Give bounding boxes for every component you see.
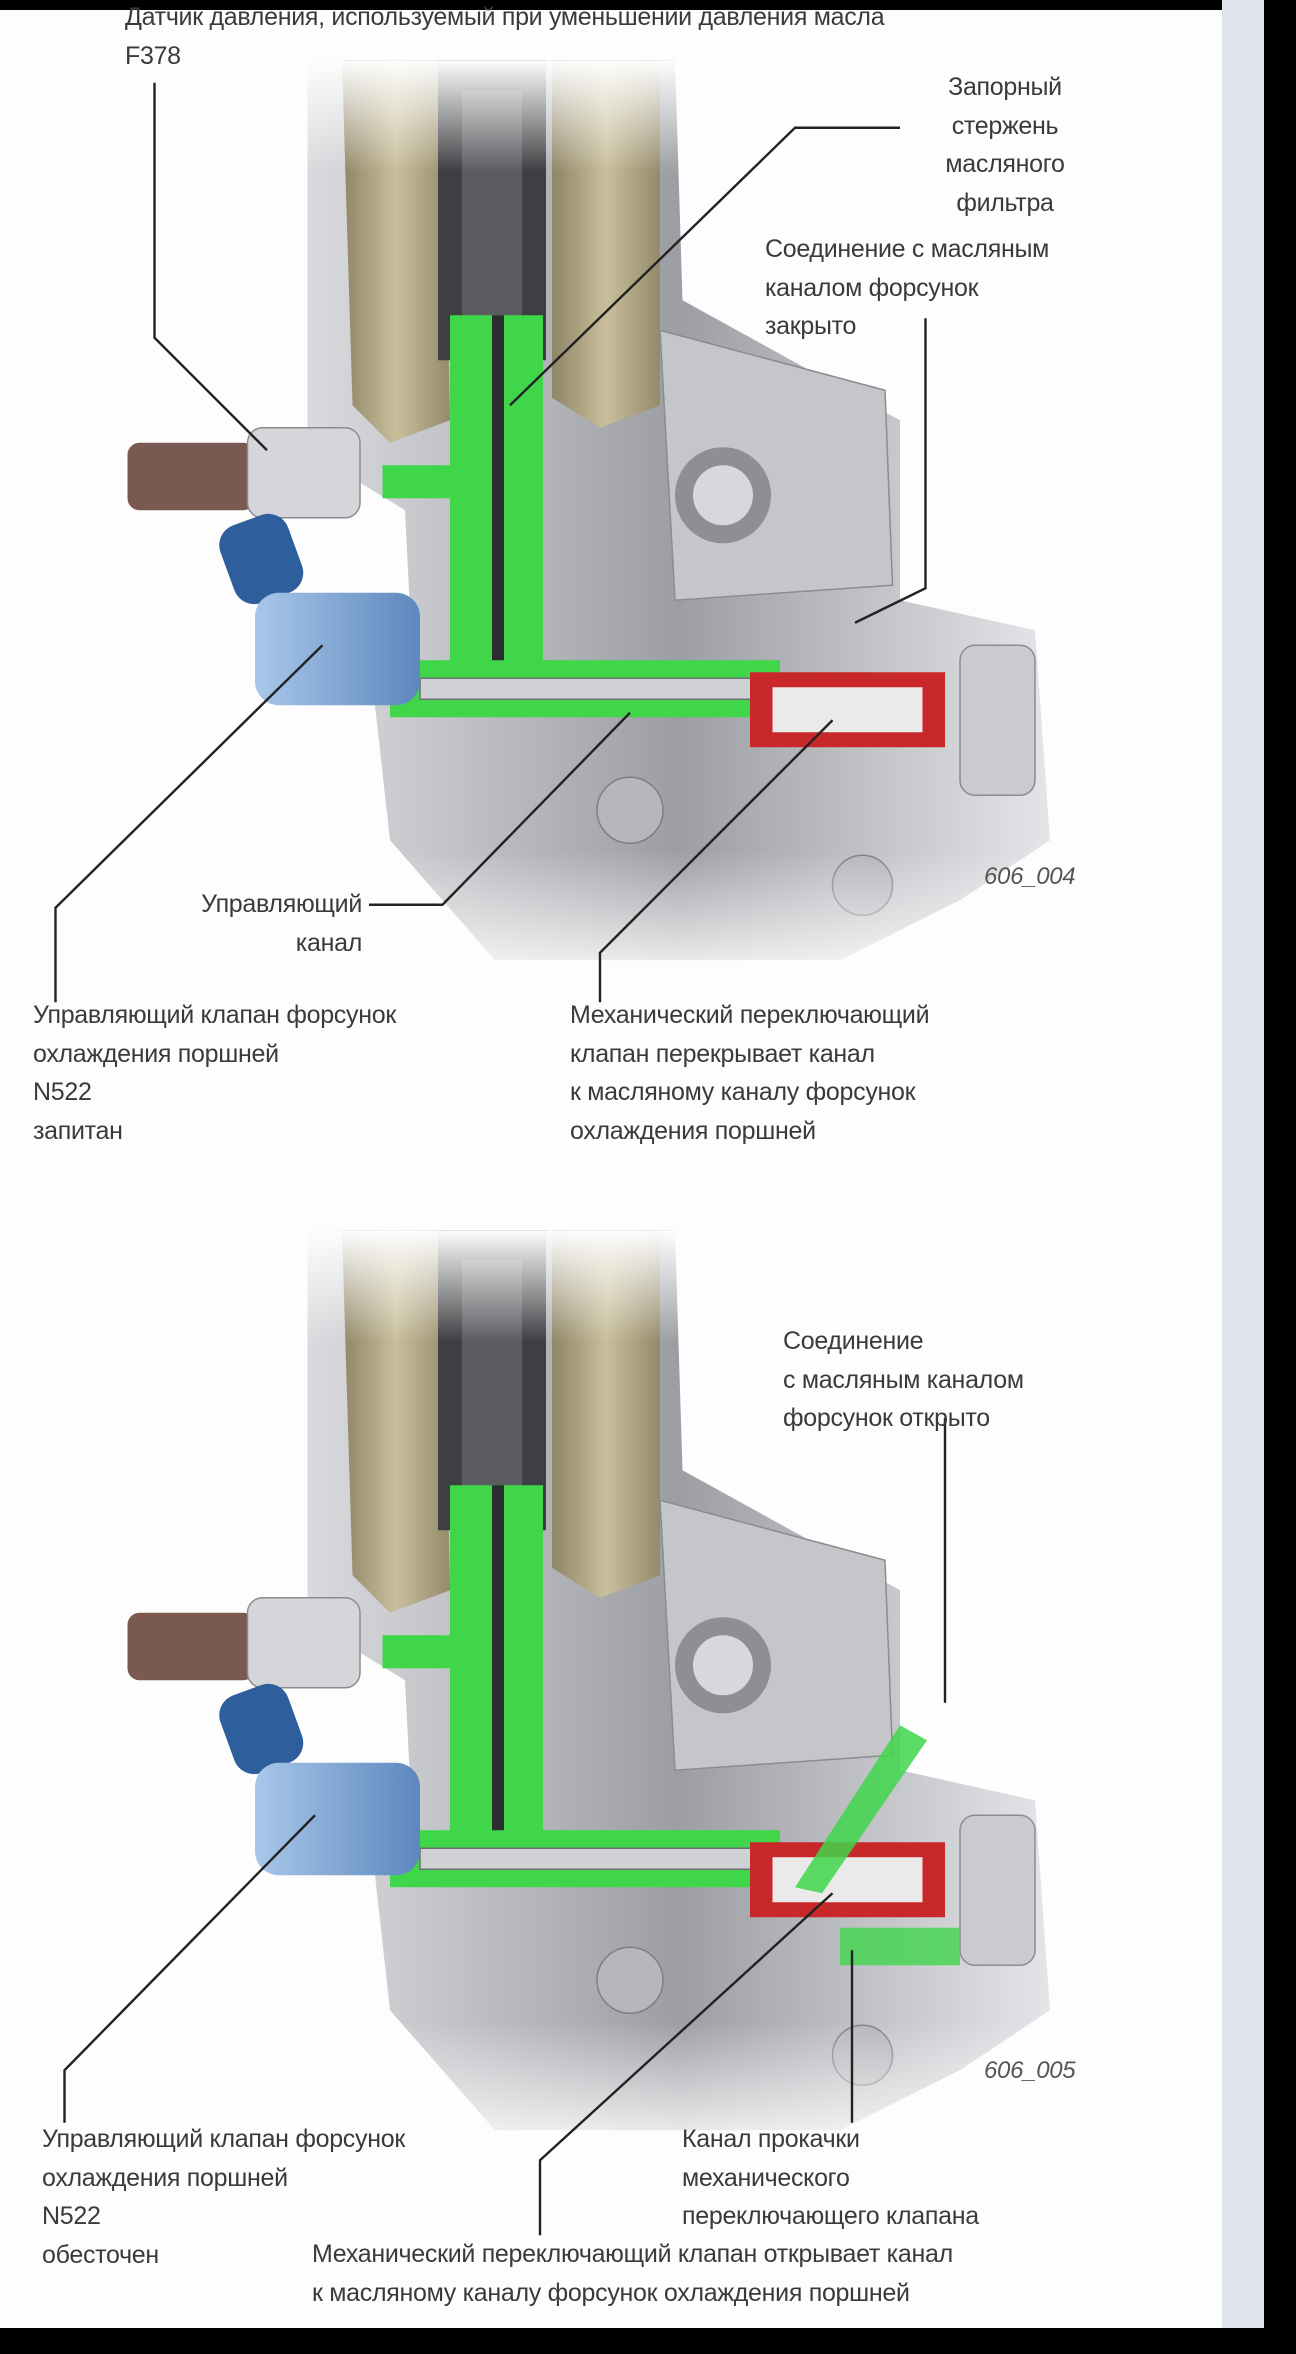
label-line: N522 (33, 1078, 92, 1106)
connection-open-label: Соединение с масляным каналом форсунок о… (783, 1322, 1024, 1438)
label-line: Запорный (948, 73, 1062, 101)
label-line: механического (682, 2163, 850, 2192)
label-line: Соединение (783, 1327, 924, 1355)
label-line: с масляным каналом (783, 1365, 1024, 1394)
label-line: Канал прокачки (682, 2125, 860, 2153)
leader-lines (54, 82, 947, 2236)
label-line: Соединение с масляным (765, 235, 1050, 263)
label-line: Датчик давления, используемый при уменьш… (125, 3, 885, 31)
label-line: F378 (125, 41, 181, 70)
valve-deenergized-label: Управляющий клапан форсунок охлаждения п… (42, 2120, 405, 2274)
sensor-label: Датчик давления, используемый при уменьш… (125, 0, 885, 75)
figure-code: 606_004 (984, 863, 1076, 890)
label-line: охлаждения поршней (33, 1039, 279, 1068)
label-line: к масляному каналу форсунок (570, 1078, 916, 1106)
control-channel-label: Управляющий канал (100, 885, 362, 962)
label-line: каналом форсунок (765, 273, 979, 302)
label-line: запитан (33, 1116, 123, 1145)
label-line: обесточен (42, 2240, 159, 2269)
label-line: стержень (951, 111, 1059, 140)
label-line: Механический переключающий (570, 1001, 930, 1029)
label-line: клапан перекрывает канал (570, 1039, 875, 1068)
label-line: переключающего клапана (682, 2202, 979, 2230)
figure-code: 606_005 (984, 2057, 1076, 2084)
bleed-channel-label: Канал прокачки механического переключающ… (682, 2120, 979, 2236)
label-line: охлаждения поршней (570, 1116, 816, 1145)
label-line: охлаждения поршней (42, 2163, 288, 2192)
valve-energized-label: Управляющий клапан форсунок охлаждения п… (33, 996, 396, 1150)
label-line: масляного (945, 150, 1065, 178)
label-line: N522 (42, 2202, 101, 2230)
connection-closed-label: Соединение с масляным каналом форсунок з… (765, 230, 1049, 346)
label-line: форсунок открыто (783, 1404, 990, 1432)
label-line: закрыто (765, 312, 857, 340)
label-line: Механический переключающий клапан открыв… (312, 2240, 953, 2268)
mech-valve-opens-label: Механический переключающий клапан открыв… (312, 2235, 953, 2312)
label-line: Управляющий (201, 890, 362, 918)
label-line: фильтра (956, 188, 1054, 217)
label-line: Управляющий клапан форсунок (33, 1001, 396, 1029)
label-line: канал (295, 928, 363, 957)
mech-valve-closes-label: Механический переключающий клапан перекр… (570, 996, 930, 1150)
rod-label: Запорный стержень масляного фильтра (890, 68, 1120, 222)
label-line: Управляющий клапан форсунок (42, 2125, 405, 2153)
scrollbar-track[interactable] (1222, 0, 1264, 2328)
label-line: к масляному каналу форсунок охлаждения п… (312, 2278, 910, 2307)
